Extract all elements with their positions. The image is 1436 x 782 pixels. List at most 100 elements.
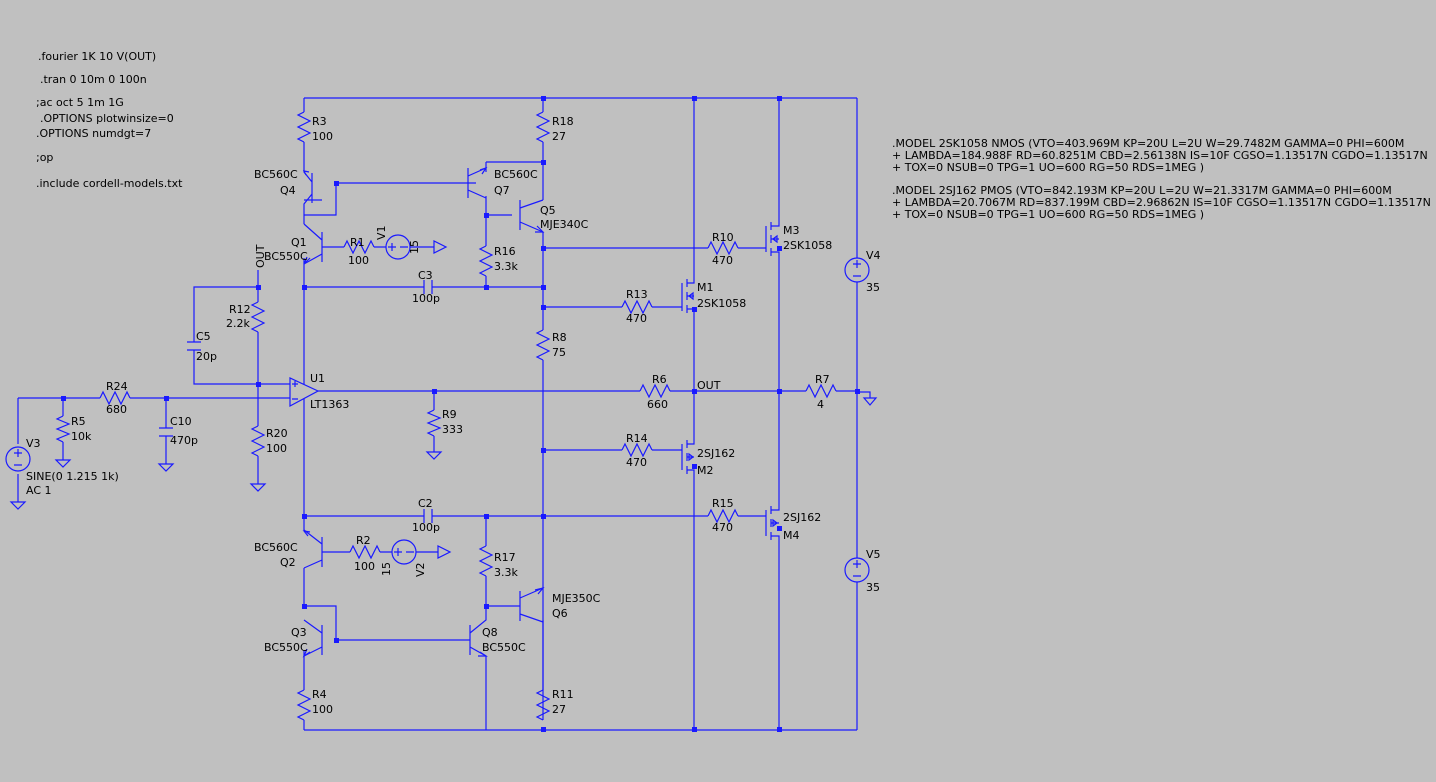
value-c2: 100p [412,521,440,534]
capacitor-c2[interactable] [423,509,433,523]
label-q5: Q5 [540,204,556,217]
value-v4: 35 [866,281,880,294]
resistor-r4[interactable] [296,689,312,721]
resistor-r12[interactable] [250,301,266,333]
value-r5: 10k [71,430,92,443]
model-nmos-line1[interactable]: .MODEL 2SK1058 NMOS (VTO=403.969M KP=20U… [892,137,1404,150]
transistor-q4[interactable] [302,160,322,210]
wires [17,97,858,731]
label-m1: M1 [697,281,714,294]
value-r13: 470 [626,312,647,325]
resistor-r16[interactable] [478,245,494,277]
bjt-transistors [302,160,545,730]
label-r10: R10 [712,231,734,244]
mosfet-m2[interactable] [681,435,695,476]
directive-numdgt[interactable]: .OPTIONS numdgt=7 [36,127,151,140]
label-r24: R24 [106,380,128,393]
label-m3: M3 [783,224,800,237]
resistor-r18[interactable] [535,111,551,143]
opamp-u1[interactable] [289,377,320,408]
value-r4: 100 [312,703,333,716]
model-nmos-line2[interactable]: + LAMBDA=184.988F RD=60.8251M CBD=2.5613… [892,149,1428,162]
label-r15: R15 [712,497,734,510]
resistor-r8[interactable] [535,329,551,361]
source-v2[interactable] [391,539,417,565]
ground-icon [157,463,175,472]
label-r1: R1 [350,236,365,249]
label-v2: V2 [414,562,427,577]
mosfet-m3[interactable] [765,216,780,258]
resistor-r11[interactable] [535,689,551,721]
label-q3: Q3 [291,626,307,639]
label-r9: R9 [442,408,457,421]
source-v1[interactable] [385,234,411,260]
mosfet-m4[interactable] [765,500,780,543]
model-pmos-line3[interactable]: + TOX=0 NSUB=0 TPG=1 UO=600 RG=50 RDS=1M… [892,208,1204,221]
value-r6: 660 [647,398,668,411]
resistor-r6[interactable] [639,383,671,399]
component-labels: R3 100 R18 27 BC560C Q4 BC560C Q7 Q5 MJE… [26,115,881,716]
capacitor-c10[interactable] [159,427,173,437]
resistor-r24[interactable] [99,390,131,406]
directive-ac[interactable]: ;ac oct 5 1m 1G [36,96,124,109]
source-v4[interactable] [844,257,870,283]
label-r8: R8 [552,331,567,344]
transistor-q3[interactable] [302,619,323,658]
capacitors [159,280,433,523]
resistor-r20[interactable] [250,425,266,457]
value-v2: 15 [380,562,393,576]
label-q8: Q8 [482,626,498,639]
mosfets [681,216,780,543]
resistor-r1[interactable] [343,239,375,255]
directive-op[interactable]: ;op [36,151,53,164]
model-pmos-line2[interactable]: + LAMBDA=20.7067M RD=837.199M CBD=2.9686… [892,196,1431,209]
transistor-q5[interactable] [519,199,545,233]
source-v3[interactable] [5,446,31,472]
model-definitions: .MODEL 2SK1058 NMOS (VTO=403.969M KP=20U… [892,137,1431,221]
resistor-r15[interactable] [707,508,739,524]
transistor-q8[interactable] [469,606,488,730]
model-pmos-line1[interactable]: .MODEL 2SJ162 PMOS (VTO=842.193M KP=20U … [892,184,1392,197]
resistor-r17[interactable] [478,545,494,577]
label-m2: M2 [697,464,714,477]
ground-icon [437,545,452,559]
resistor-r2[interactable] [349,544,381,560]
directive-include[interactable]: .include cordell-models.txt [36,177,183,190]
label-r14: R14 [626,432,648,445]
transistor-q1[interactable] [303,223,323,265]
resistor-r5[interactable] [55,415,71,443]
resistor-r9[interactable] [426,409,442,437]
label-v3: V3 [26,437,41,450]
resistor-r7[interactable] [805,383,837,399]
directive-plotwinsize[interactable]: .OPTIONS plotwinsize=0 [40,112,174,125]
source-v5[interactable] [844,557,870,583]
voltage-sources [5,234,870,583]
label-c10: C10 [170,415,192,428]
directive-fourier[interactable]: .fourier 1K 10 V(OUT) [38,50,156,63]
resistor-r10[interactable] [707,240,739,256]
model-m4: 2SJ162 [783,511,821,524]
mosfet-m1[interactable] [681,272,695,316]
ac-v3: AC 1 [26,484,52,497]
capacitor-c5[interactable] [187,341,201,351]
resistor-r14[interactable] [621,442,653,458]
label-r6: R6 [652,373,667,386]
label-v1: V1 [375,225,388,240]
model-nmos-line3[interactable]: + TOX=0 NSUB=0 TPG=1 UO=600 RG=50 RDS=1M… [892,161,1204,174]
transistor-q7[interactable] [467,166,488,199]
ground-icon [9,501,27,510]
value-r14: 470 [626,456,647,469]
model-m3: 2SK1058 [783,239,832,252]
capacitor-c3[interactable] [423,280,433,294]
net-label-out-feedback: OUT [254,244,267,268]
ground-icon [433,240,448,254]
label-r11: R11 [552,688,574,701]
resistor-r3[interactable] [296,111,312,143]
transistor-q2[interactable] [302,529,323,569]
directive-tran[interactable]: .tran 0 10m 0 100n [40,73,147,86]
resistor-r13[interactable] [621,299,653,315]
value-r20: 100 [266,442,287,455]
value-r9: 333 [442,423,463,436]
label-r5: R5 [71,415,86,428]
transistor-q6[interactable] [519,586,545,623]
